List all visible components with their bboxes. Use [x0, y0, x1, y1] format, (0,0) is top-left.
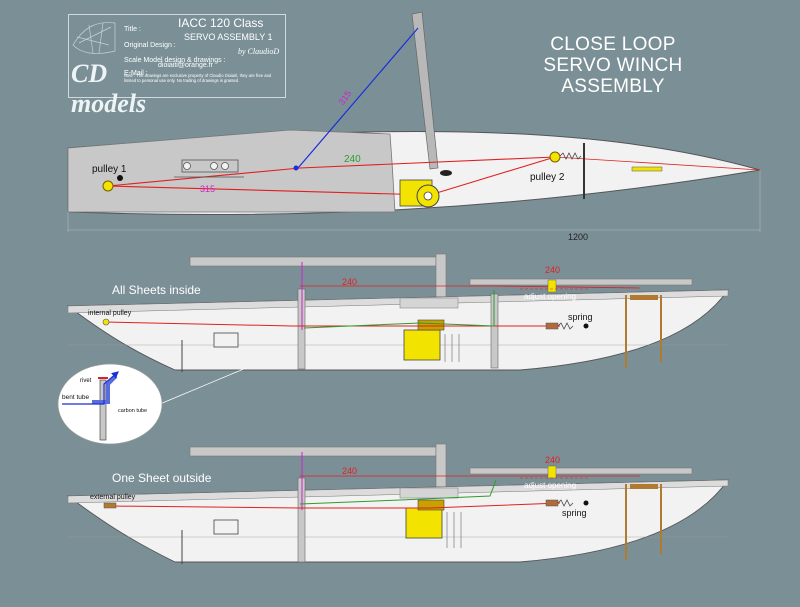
side1-dim-line-fwd — [493, 285, 641, 289]
side2-dim-240-b: 240 — [545, 455, 560, 465]
design-key: Original Design : — [124, 42, 176, 49]
detail-bent-tube — [92, 374, 118, 404]
detail-rivet-label: rivet — [80, 378, 92, 384]
side2-bow-fitting — [630, 484, 658, 489]
side1-sheet-line — [105, 321, 560, 327]
side2-adjust-slider — [547, 465, 557, 479]
side1-cabin — [399, 297, 459, 309]
side2-cabin — [399, 487, 459, 499]
main-title-line-3: ASSEMBLY — [561, 76, 665, 97]
side1-caption: All Sheets inside — [112, 283, 201, 297]
logo-text: CD models — [71, 59, 147, 118]
dim-240-label: 240 — [344, 154, 361, 165]
plan-spring — [559, 152, 582, 160]
main-title-line-1: CLOSE LOOP — [550, 34, 676, 55]
side1-hull — [66, 289, 729, 371]
boat-sketch-logo — [72, 22, 116, 54]
side1-deck-line — [67, 289, 729, 314]
side1-spring-block — [545, 322, 559, 330]
side1-jib-boom — [469, 278, 693, 286]
side1-servo-mount — [444, 334, 460, 362]
scale-key: Scale Model design & drawings : — [124, 57, 226, 64]
side2-dim-240-a: 240 — [342, 466, 357, 476]
cd-models-logo: CD models — [71, 59, 146, 118]
side2-aft-servo — [213, 519, 239, 535]
side2-caption: One Sheet outside — [112, 471, 212, 485]
detail-blue-line — [62, 371, 119, 405]
side2-external-pulley — [103, 502, 117, 509]
detail-bent-tube-label: bent tube — [62, 394, 89, 401]
email-value: dioiaiti@orange.fr — [158, 62, 213, 69]
internal-pulley-label: internal pulley — [88, 310, 132, 317]
side1-spring-label: spring — [568, 312, 593, 322]
email-key: E-Mail : — [124, 70, 148, 77]
side1-dim-240-b: 240 — [545, 265, 560, 275]
side1-drum — [417, 319, 445, 331]
external-pulley-label: external pulley — [90, 494, 136, 501]
plan-view: pulley 1 pulley 2 240 315 315 1200 — [67, 11, 761, 242]
copyright-note: Note : The drawings are exclusive proper… — [124, 73, 272, 83]
side1-aft-servo — [213, 332, 239, 348]
title-key: Title : — [124, 26, 141, 33]
pulley-1-label: pulley 1 — [92, 164, 127, 175]
pulley-1 — [102, 180, 114, 192]
side2-drum — [417, 499, 445, 511]
plan-bow-line — [554, 156, 761, 171]
side2-spring-label: spring — [562, 508, 587, 518]
side2-adjust-label: adjust opening — [524, 481, 576, 490]
design-value: SERVO ASSEMBLY 1 — [184, 32, 273, 42]
main-title: CLOSE LOOP SERVO WINCH ASSEMBLY — [528, 34, 698, 97]
side1-winch-servo — [403, 329, 441, 361]
side1-dim-240-a: 240 — [342, 277, 357, 287]
side2-servo-mount — [446, 512, 462, 548]
side-view-one-outside: One Sheet outside external pulley 240 24… — [66, 443, 729, 564]
side1-adjust-label: adjust opening — [524, 292, 576, 301]
side2-jib-boom — [469, 467, 693, 475]
pulley-2-label: pulley 2 — [530, 172, 565, 183]
side1-adjust-slider — [547, 279, 557, 293]
side-view-all-inside: All Sheets inside internal pulley 240 24… — [66, 253, 729, 372]
detail-carbon-tube-label: carbon tube — [118, 408, 147, 414]
pulley-2 — [549, 151, 561, 163]
detail-leader — [159, 367, 247, 405]
side2-sheet-line — [109, 502, 561, 509]
plan-winch-mechanism — [174, 159, 244, 178]
length-label: 1200 — [568, 232, 588, 242]
detail-carbon-tube — [99, 379, 107, 441]
side1-spring-anchor — [583, 323, 589, 329]
dim-315-lower: 315 — [200, 184, 215, 194]
dim-315-upper: 315 — [336, 89, 353, 107]
tube-detail: rivet bent tube carbon tube — [57, 363, 247, 445]
side1-internal-pulley — [102, 318, 110, 326]
side2-spring-anchor — [583, 500, 589, 506]
side2-boom — [189, 446, 437, 457]
side2-deck-line — [67, 479, 729, 504]
plan-mast — [411, 11, 439, 170]
side2-spring — [557, 499, 574, 507]
side1-spring — [557, 322, 574, 330]
plan-servo — [399, 179, 440, 208]
title-value: IACC 120 Class — [178, 16, 264, 30]
plan-deck-fitting — [440, 170, 452, 176]
pulley-1-pin — [117, 175, 123, 181]
side1-boom — [189, 256, 437, 267]
title-block: Title : IACC 120 Class Original Design :… — [68, 14, 286, 118]
side2-green-line — [299, 479, 497, 505]
author-signature: by ClaudioD — [238, 47, 280, 56]
side2-winch-servo — [405, 507, 443, 539]
side1-green-line — [303, 290, 495, 329]
side1-bow-fitting — [630, 295, 658, 300]
side2-spring-block — [545, 499, 559, 507]
plan-bow-fitting — [631, 166, 663, 172]
main-title-line-2: SERVO WINCH — [543, 55, 683, 76]
plan-forestay-line — [297, 27, 419, 169]
side2-hull — [66, 479, 729, 563]
plan-forestay-fitting — [293, 165, 299, 171]
